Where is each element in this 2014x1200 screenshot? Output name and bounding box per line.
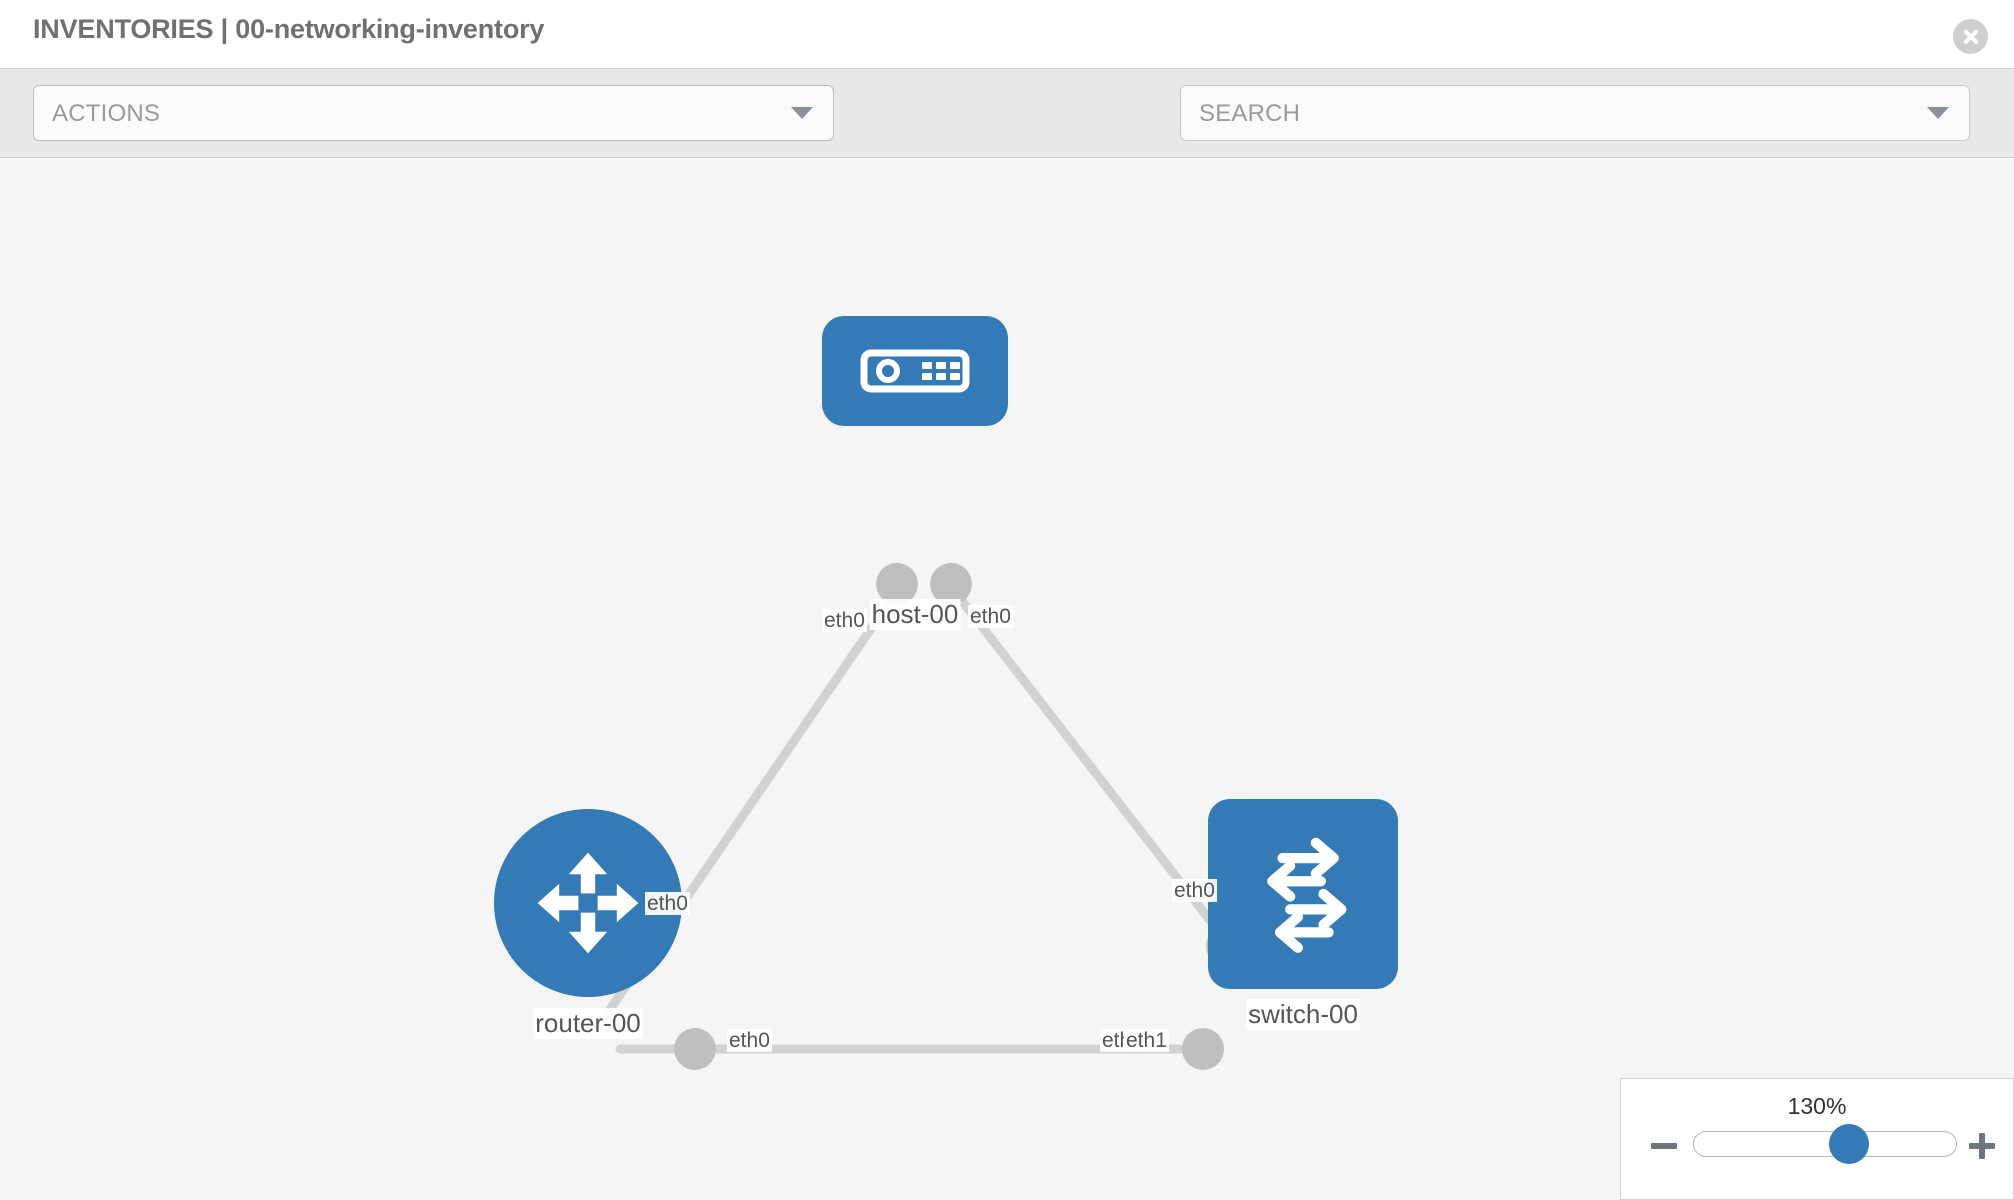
actions-dropdown-label: ACTIONS [52, 100, 161, 127]
iface-label-router-up: eth0 [645, 892, 690, 916]
node-router-00[interactable]: router-00 [494, 809, 682, 1059]
search-input[interactable]: SEARCH [1180, 85, 1970, 141]
node-host-00[interactable]: host-00 [822, 316, 1008, 630]
connector-nub-router-right [674, 1028, 716, 1070]
iface-label-router-right: eth0 [727, 1029, 772, 1053]
node-switch-00-label: switch-00 [1246, 999, 1360, 1030]
plus-icon[interactable] [1965, 1129, 1999, 1163]
page-header: INVENTORIES | 00-networking-inventory [0, 0, 2014, 69]
node-switch-00-shape[interactable] [1208, 799, 1398, 989]
chevron-down-icon[interactable] [1927, 107, 1949, 119]
node-router-00-label: router-00 [533, 1008, 643, 1039]
close-icon[interactable] [1953, 19, 1988, 54]
iface-label-switch-up: eth0 [1172, 879, 1217, 903]
connector-nub-switch-left [1182, 1028, 1224, 1070]
node-host-00-label: host-00 [869, 599, 961, 630]
chevron-down-icon [791, 107, 813, 119]
node-switch-00[interactable]: switch-00 [1208, 799, 1398, 1059]
switch-swap-arrows-icon [1267, 837, 1347, 953]
iface-label-host-right: eth0 [968, 605, 1013, 629]
toolbar: ACTIONS SEARCH [0, 69, 2014, 201]
server-device-icon [860, 349, 970, 393]
connector-nub-host-left [876, 563, 918, 605]
connector-nub-host-right [930, 563, 972, 605]
zoom-slider-thumb[interactable] [1828, 1124, 1869, 1164]
minus-icon[interactable] [1647, 1129, 1681, 1163]
router-four-arrows-icon [537, 852, 639, 954]
actions-dropdown[interactable]: ACTIONS [33, 85, 834, 141]
iface-label-host-left: eth0 [822, 609, 867, 633]
zoom-slider[interactable] [1693, 1124, 1957, 1164]
topology-canvas[interactable]: host-00 router-00 [0, 159, 2014, 1200]
iface-label-switch-left-over: eth1 [1124, 1029, 1169, 1053]
node-host-00-shape[interactable] [822, 316, 1008, 426]
page-title: INVENTORIES | 00-networking-inventory [33, 14, 545, 44]
search-placeholder: SEARCH [1199, 100, 1301, 127]
zoom-control-panel: 130% [1620, 1078, 2014, 1200]
zoom-level-value: 130% [1787, 1093, 1847, 1119]
